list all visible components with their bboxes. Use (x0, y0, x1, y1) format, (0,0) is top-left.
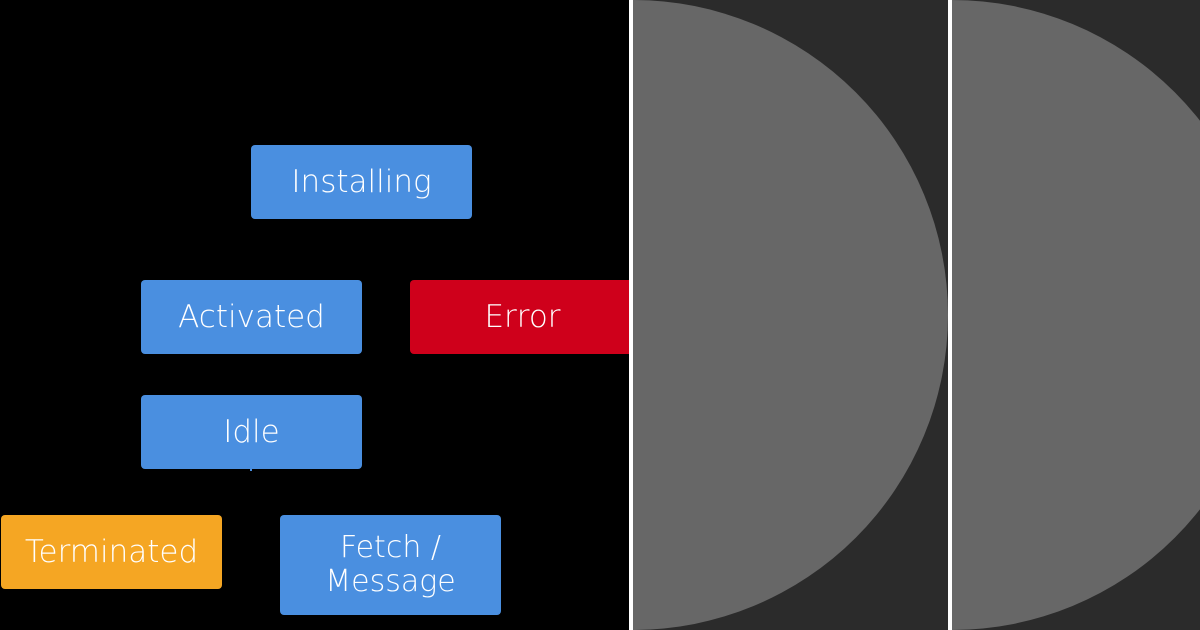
half-circle-shape-1 (633, 0, 948, 630)
connector-stub (250, 465, 252, 471)
side-panel-1 (633, 0, 948, 630)
node-installing: Installing (251, 145, 472, 219)
node-idle: Idle (141, 395, 362, 469)
node-fetch-message: Fetch / Message (280, 515, 501, 615)
node-activated: Activated (141, 280, 362, 354)
half-circle-shape-2 (952, 0, 1200, 630)
lifecycle-diagram: Installing Activated Error Idle Terminat… (1, 145, 630, 615)
node-error: Error (410, 280, 630, 354)
panel-divider-right (948, 0, 952, 630)
node-terminated: Terminated (1, 515, 222, 589)
panel-divider-left (629, 0, 633, 630)
side-panel-2 (952, 0, 1200, 630)
